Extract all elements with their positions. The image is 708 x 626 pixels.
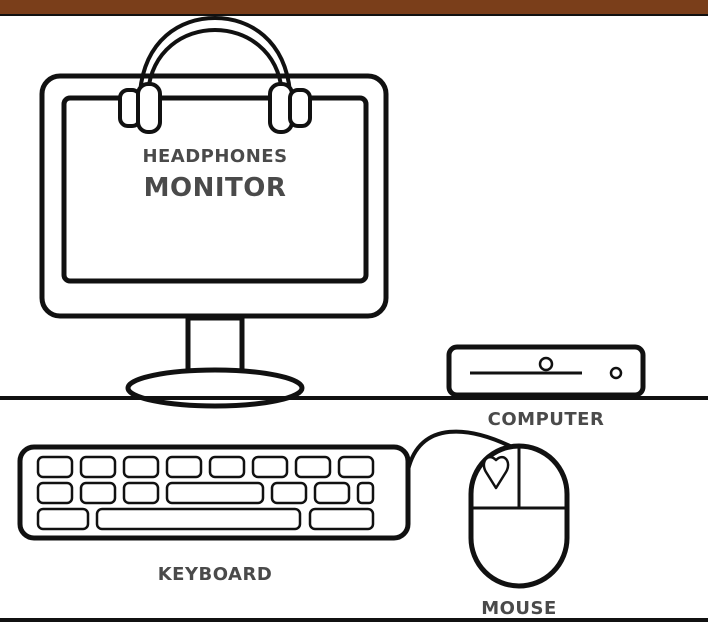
top-bar xyxy=(0,0,708,14)
computer-label: COMPUTER xyxy=(488,409,605,430)
headphones-label: HEADPHONES xyxy=(142,146,287,167)
keyboard-icon xyxy=(17,444,411,541)
computer-icon xyxy=(446,344,646,398)
monitor-icon xyxy=(39,73,389,409)
keyboard-label: KEYBOARD xyxy=(158,564,273,585)
mouse-cable xyxy=(406,429,519,471)
monitor-label: MONITOR xyxy=(144,173,287,203)
headphones-icon xyxy=(118,16,312,134)
mouse-icon xyxy=(468,443,570,589)
mouse-label: MOUSE xyxy=(481,598,557,619)
